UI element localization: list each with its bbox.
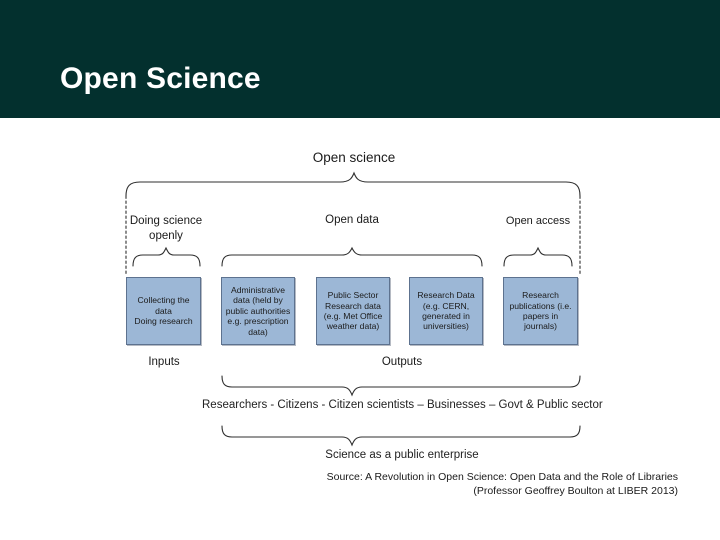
page-title: Open Science (60, 62, 261, 95)
diagram-label-inputs: Inputs (148, 356, 180, 368)
node-research-data: Research Data (e.g. CERN, generated in u… (409, 277, 483, 345)
open-science-diagram: Open science Doing science openly Open d… (0, 118, 720, 540)
diagram-connectors (125, 171, 581, 447)
diagram-label-doing-science-openly: Doing science openly (129, 215, 203, 242)
source-line-1: Source: A Revolution in Open Science: Op… (326, 471, 678, 483)
source-line-2: (Professor Geoffrey Boulton at LIBER 201… (473, 485, 678, 497)
diagram-label-outputs: Outputs (381, 356, 423, 368)
diagram-label-open-science: Open science (312, 150, 396, 165)
source-citation: Source: A Revolution in Open Science: Op… (208, 470, 678, 498)
node-label: Research Data (e.g. CERN, generated in u… (417, 290, 475, 332)
diagram-label-open-access: Open access (505, 215, 571, 227)
node-label: Administrative data (held by public auth… (225, 284, 291, 337)
slide-header-band: Open Science (0, 0, 720, 118)
diagram-label-actors-band: Researchers - Citizens - Citizen scienti… (202, 399, 603, 411)
diagram-label-enterprise-band: Science as a public enterprise (325, 449, 479, 461)
node-administrative-data: Administrative data (held by public auth… (221, 277, 295, 345)
node-research-publications: Research publications (i.e. papers in jo… (503, 277, 578, 345)
node-public-sector-research-data: Public Sector Research data (e.g. Met Of… (316, 277, 390, 345)
node-label: Public Sector Research data (e.g. Met Of… (323, 290, 383, 332)
diagram-label-open-data: Open data (325, 214, 379, 226)
node-label: Research publications (i.e. papers in jo… (509, 290, 572, 332)
